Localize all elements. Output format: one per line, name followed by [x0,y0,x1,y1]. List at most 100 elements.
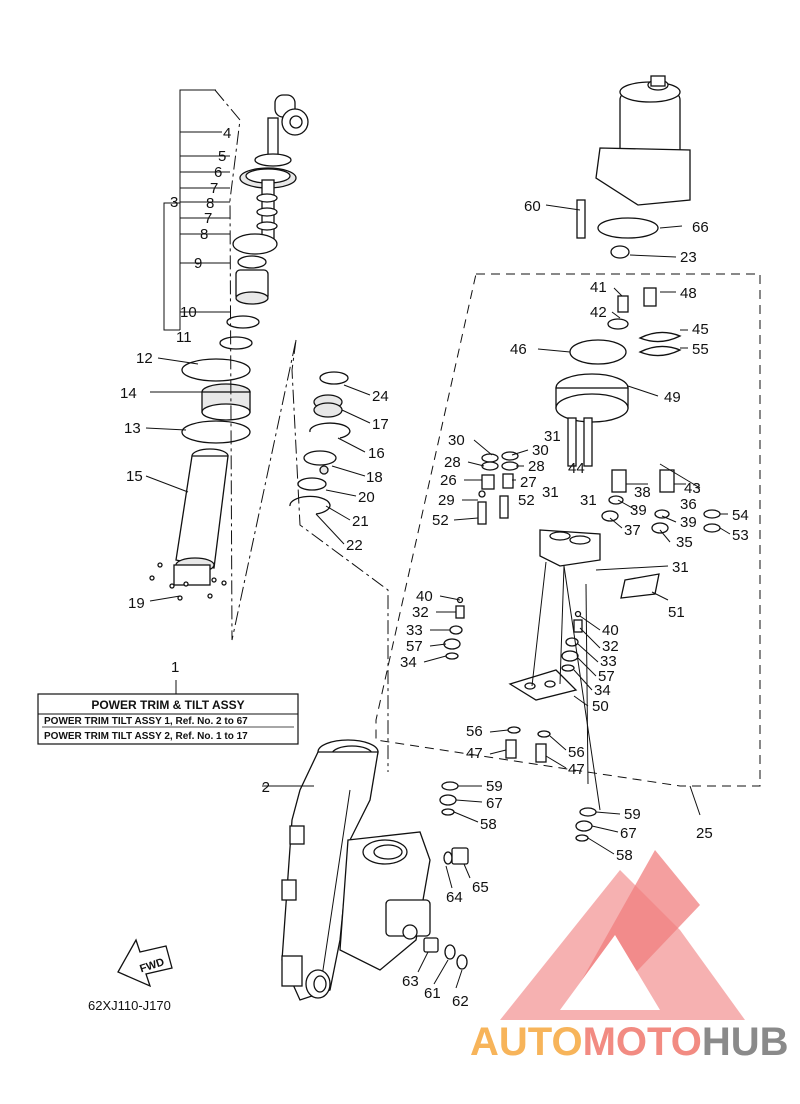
callout-42: 42 [590,304,607,321]
callout-49: 49 [664,389,681,406]
fwd-arrow-icon [117,938,173,988]
callout-47b: 47 [568,761,585,778]
callout-40a: 40 [416,588,433,605]
callout-62: 62 [452,993,469,1010]
callout-4: 4 [223,125,231,142]
callout-64: 64 [446,889,463,906]
assy-title: POWER TRIM & TILT ASSY [91,698,244,712]
housing [262,739,431,1001]
callout-37: 37 [624,522,641,539]
callout-22: 22 [346,537,363,554]
callout-39a: 39 [630,502,647,519]
callout-52a: 52 [432,512,449,529]
callout-6: 6 [214,164,222,181]
fittings [423,847,469,970]
seal-stack [289,371,351,515]
callout-26: 26 [440,472,457,489]
callout-20: 20 [358,489,375,506]
callout-31a: 31 [544,428,561,445]
callout-16: 16 [368,445,385,462]
callout-39b: 39 [680,514,697,531]
callout-2: 2 [262,779,270,796]
callout-56a: 56 [466,723,483,740]
assembly-chain-line [214,89,297,641]
callout-32a: 32 [412,604,429,621]
callout-52b: 52 [518,492,535,509]
callout-43: 43 [684,480,701,497]
callout-12: 12 [136,350,153,367]
callout-45: 45 [692,321,709,338]
watermark-text: AUTOMOTOHUB [470,1020,789,1064]
valve-block [477,469,721,701]
left-leaders [145,357,205,602]
callout-28a: 28 [444,454,461,471]
callout-13: 13 [124,420,141,437]
callout-67b: 67 [620,825,637,842]
callout-8a: 8 [206,195,214,212]
right-leaders [417,204,731,989]
callout-13-14: 14 [120,385,137,402]
pump-body [555,199,682,467]
callout-48: 48 [680,285,697,302]
callout-63: 63 [402,973,419,990]
watermark-logo [500,850,745,1020]
callout-8b: 8 [200,226,208,243]
callout-59a: 59 [486,778,503,795]
callout-7b: 7 [204,210,212,227]
motor [595,75,691,239]
callout-35: 35 [676,534,693,551]
callout-34b: 34 [594,682,611,699]
callout-53: 53 [732,527,749,544]
callout-59b: 59 [624,806,641,823]
callout-41: 41 [590,279,607,296]
callout-21: 21 [352,513,369,530]
callout-11: 11 [176,329,192,346]
drawing-code: 62XJ110-J170 [88,998,171,1013]
callout-33a: 33 [406,622,423,639]
callout-18: 18 [366,469,383,486]
assy-line-1: POWER TRIM TILT ASSY 1, Ref. No. 2 to 67 [44,716,248,727]
callout-29: 29 [438,492,455,509]
callout-36: 36 [680,496,697,513]
callout-50: 50 [592,698,609,715]
callout-19: 19 [128,595,145,612]
callout-10: 10 [180,304,197,321]
callout-numbers: 2 3 4 5 6 7 8 7 8 9 10 11 12 14 13 15 19… [120,125,749,1010]
callout-30b: 30 [532,442,549,459]
callout-47a: 47 [466,745,483,762]
callout-58a: 58 [480,816,497,833]
callout-57b: 57 [598,668,615,685]
callout-65: 65 [472,879,489,896]
valve-parts-left [439,451,597,842]
callout-17: 17 [372,416,389,433]
callout-33b: 33 [600,653,617,670]
callout-66: 66 [692,219,709,236]
callout-46: 46 [510,341,527,358]
power-trim-label-box [37,680,299,745]
callout-9: 9 [194,255,202,272]
callout-30a: 30 [448,432,465,449]
callout-60: 60 [524,198,541,215]
callout-7a: 7 [210,180,218,197]
callout-15: 15 [126,468,143,485]
callout-40b: 40 [602,622,619,639]
callout-1: 1 [171,659,179,676]
callout-3: 3 [170,194,178,211]
callout-23: 23 [680,249,697,266]
callout-31c: 31 [580,492,597,509]
callout-31b: 31 [542,484,559,501]
callout-27: 27 [520,474,537,491]
assy-line-2: POWER TRIM TILT ASSY 2, Ref. No. 1 to 17 [44,731,248,742]
assy-25-boundary [375,273,761,787]
callout-56b: 56 [568,744,585,761]
callout-58b: 58 [616,847,633,864]
callout-44: 44 [568,460,585,477]
piston-rod-assembly [181,94,309,444]
callout-57a: 57 [406,638,423,655]
callout-61: 61 [424,985,441,1002]
callout-25: 25 [696,825,713,842]
callout-5: 5 [218,148,226,165]
cylinder-tube [149,448,229,601]
callout-28b: 28 [528,458,545,475]
